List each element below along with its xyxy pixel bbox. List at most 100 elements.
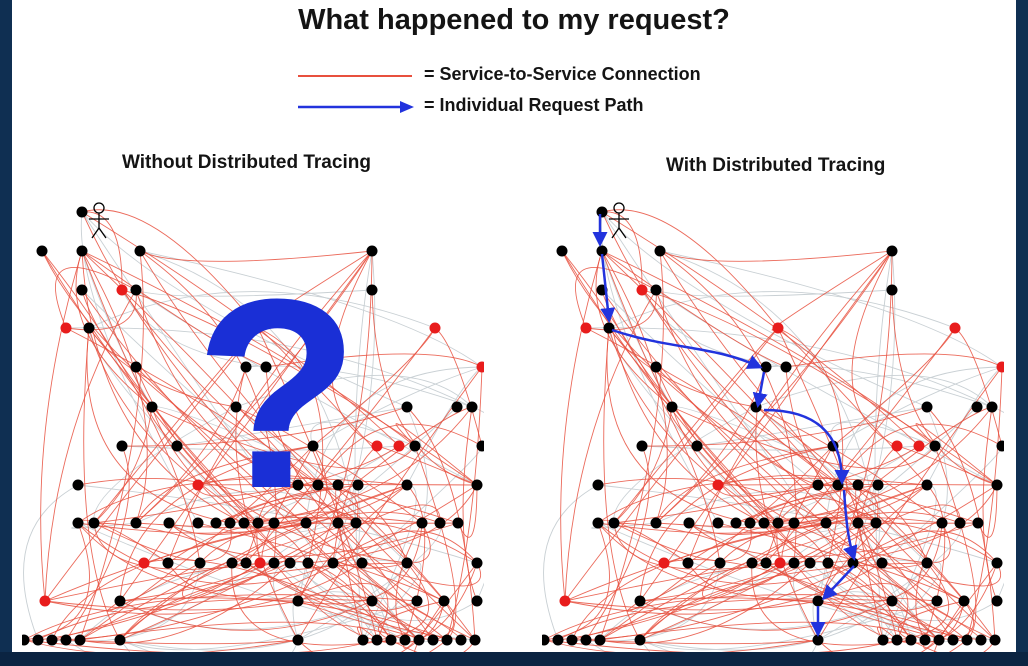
service-connection (139, 250, 476, 641)
service-node (469, 634, 481, 646)
service-connection (597, 522, 854, 585)
service-node (292, 634, 304, 646)
service-connection (601, 211, 938, 602)
service-node (603, 322, 615, 334)
question-mark-icon: ? (195, 244, 360, 545)
service-node (76, 284, 88, 296)
service-node (886, 284, 898, 296)
service-connection (817, 366, 1003, 641)
service-connection (639, 522, 877, 641)
service-node-red (996, 361, 1004, 373)
service-node (192, 517, 204, 529)
service-node (552, 634, 564, 646)
service-node (238, 517, 250, 529)
service-connection (852, 445, 898, 564)
service-node (401, 557, 413, 569)
service-node-red (371, 440, 383, 452)
service-node (83, 322, 95, 334)
service-node (870, 517, 882, 529)
service-node (812, 634, 824, 646)
service-connection (331, 250, 378, 447)
service-connection (41, 250, 259, 524)
service-connection (257, 327, 324, 564)
service-node-red (949, 322, 961, 334)
service-node-red (39, 595, 51, 607)
left-service-graph (22, 206, 484, 652)
service-node (986, 401, 998, 413)
service-node (996, 440, 1004, 452)
service-node (682, 557, 694, 569)
service-connection (817, 522, 943, 605)
service-node (76, 245, 88, 257)
service-connection (639, 522, 877, 641)
service-connection (543, 639, 898, 652)
service-node (634, 595, 646, 607)
service-node (760, 557, 772, 569)
service-node (476, 440, 484, 452)
service-connection (954, 327, 1003, 447)
service-connection (825, 406, 993, 524)
service-node (580, 634, 592, 646)
service-node (933, 634, 945, 646)
service-connection (601, 289, 940, 641)
service-connection (40, 250, 83, 602)
service-connection (265, 366, 445, 602)
gray-edge (601, 211, 928, 408)
service-connection (977, 484, 998, 538)
service-node (596, 245, 608, 257)
service-node (455, 634, 467, 646)
request-path-segment (752, 371, 768, 408)
service-node (891, 634, 903, 646)
gray-edge (613, 406, 757, 524)
service-node (366, 245, 378, 257)
left-panel-title: Without Distributed Tracing (122, 152, 371, 173)
service-connection (561, 250, 721, 564)
service-connection (434, 327, 483, 447)
service-node-red (192, 479, 204, 491)
service-node (650, 284, 662, 296)
service-connection (371, 289, 478, 486)
service-node (332, 517, 344, 529)
service-node (292, 479, 304, 491)
service-connection (93, 406, 153, 524)
service-connection (37, 562, 291, 641)
service-node (46, 634, 58, 646)
service-node (822, 557, 834, 569)
service-connection (41, 250, 357, 524)
service-node (226, 557, 238, 569)
service-connection (312, 327, 436, 447)
service-connection (81, 209, 259, 329)
service-connection (93, 522, 247, 564)
service-node (971, 401, 983, 413)
service-connection (378, 600, 445, 641)
request-path-segment (763, 408, 850, 485)
gray-edge (991, 406, 1004, 602)
service-connection (273, 445, 328, 524)
service-connection (23, 639, 378, 652)
service-connection (79, 250, 144, 641)
service-connection (297, 522, 423, 605)
gray-edge (857, 522, 940, 641)
service-node (929, 440, 941, 452)
service-node (608, 517, 620, 529)
service-node (744, 517, 756, 529)
service-connection (77, 522, 334, 585)
service-connection (597, 477, 928, 524)
service-connection (81, 289, 420, 641)
service-connection (781, 445, 834, 566)
service-connection (765, 562, 982, 641)
service-connection (809, 504, 961, 564)
service-connection (915, 423, 998, 486)
service-node (146, 401, 158, 413)
service-connection (785, 366, 965, 602)
service-connection (135, 445, 314, 524)
service-connection (659, 250, 996, 641)
gray-edge (119, 406, 458, 641)
service-connection (655, 250, 893, 524)
service-connection (702, 562, 781, 599)
service-connection (601, 211, 920, 447)
service-connection (81, 211, 400, 447)
service-node-red (254, 557, 266, 569)
service-connection (608, 327, 811, 564)
service-connection (891, 289, 998, 486)
